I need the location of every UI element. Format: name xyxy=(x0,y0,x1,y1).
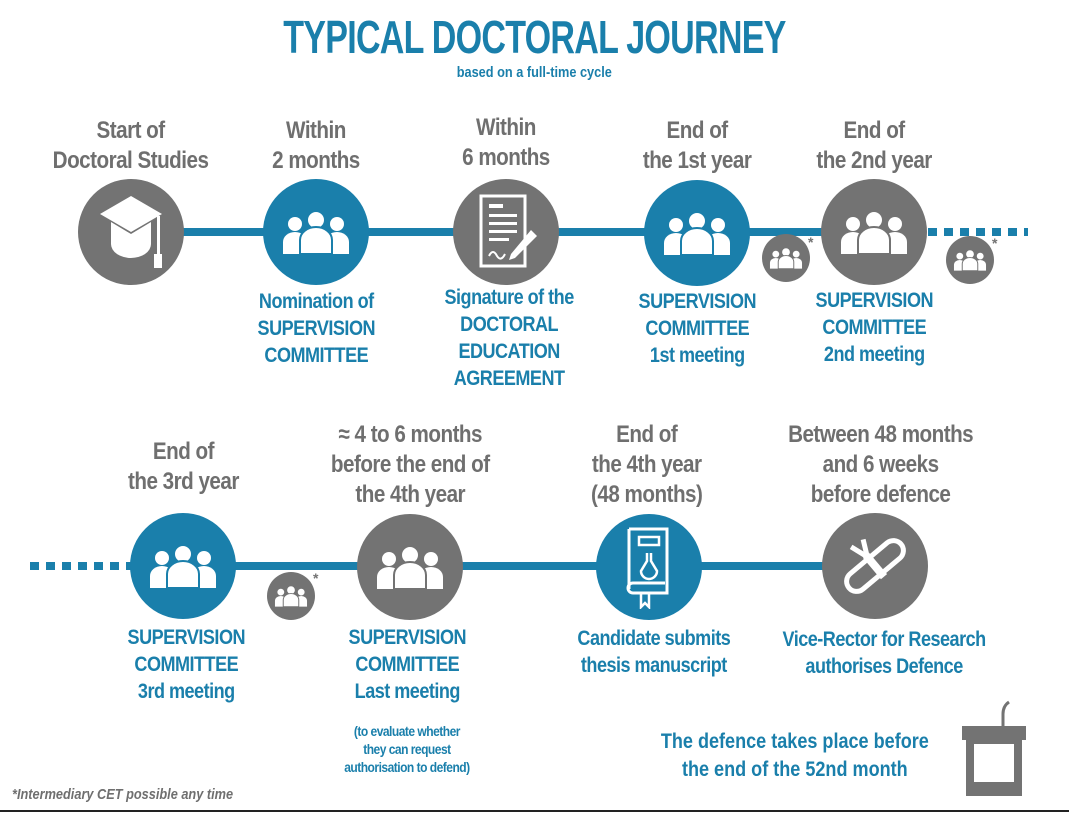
milestone-when: Within 2 months xyxy=(272,117,360,174)
intermediary-cet-circle xyxy=(946,236,994,284)
diploma-scroll-icon xyxy=(844,538,906,594)
asterisk-marker: * xyxy=(808,234,814,250)
people-group-icon xyxy=(148,544,218,588)
milestone-start-circle xyxy=(78,179,184,285)
people-group-icon xyxy=(375,545,445,589)
timeline-line-row2 xyxy=(128,562,874,570)
milestone-what: SUPERVISION COMMITTEE 3rd meeting xyxy=(127,626,245,703)
bottom-divider xyxy=(0,810,1069,812)
people-group-icon xyxy=(769,247,803,269)
milestone-nomination-circle xyxy=(263,179,369,285)
asterisk-marker: * xyxy=(313,570,319,586)
intermediary-cet-circle xyxy=(762,234,810,282)
people-group-icon xyxy=(839,210,909,254)
footnote: *Intermediary CET possible any time xyxy=(12,786,234,803)
page-subtitle: based on a full-time cycle xyxy=(456,64,613,81)
milestone-meeting3-circle xyxy=(130,513,236,619)
defence-deadline-note: The defence takes place before the end o… xyxy=(660,730,929,781)
thesis-book-icon xyxy=(626,527,669,609)
milestone-when: End of the 1st year xyxy=(642,117,752,174)
milestone-what: Vice-Rector for Research authorises Defe… xyxy=(782,628,986,678)
milestone-meeting2-circle xyxy=(821,179,927,285)
milestone-last-meeting-circle xyxy=(357,514,463,620)
graduation-cap-icon xyxy=(100,196,162,268)
people-group-icon xyxy=(662,211,732,255)
milestone-when: Start of Doctoral Studies xyxy=(53,117,209,174)
milestone-authorisation-circle xyxy=(822,513,928,619)
page-title: TYPICAL DOCTORAL JOURNEY xyxy=(283,11,786,63)
people-group-icon xyxy=(274,585,308,607)
milestone-thesis-circle xyxy=(596,514,702,620)
milestone-meeting1-circle xyxy=(644,180,750,286)
milestone-agreement-circle xyxy=(453,179,559,285)
milestone-what: Signature of the DOCTORAL EDUCATION AGRE… xyxy=(444,286,574,390)
people-group-icon xyxy=(281,210,351,254)
milestone-what: SUPERVISION COMMITTEE Last meeting xyxy=(348,626,466,703)
milestone-when: End of the 3rd year xyxy=(127,438,239,495)
milestone-when: Between 48 months and 6 weeks before def… xyxy=(788,421,974,508)
intermediary-cet-circle xyxy=(267,572,315,620)
people-group-icon xyxy=(953,249,987,271)
signed-document-icon xyxy=(479,194,537,268)
timeline-dotted-continuation xyxy=(928,228,1028,236)
milestone-what: Nomination of SUPERVISION COMMITTEE xyxy=(257,290,375,367)
milestone-when: ≈ 4 to 6 months before the end of the 4t… xyxy=(330,421,490,508)
milestone-note: (to evaluate whether they can request au… xyxy=(344,723,470,775)
milestone-what: Candidate submits thesis manuscript xyxy=(577,627,731,677)
milestone-when: End of the 2nd year xyxy=(816,117,932,174)
milestone-when: Within 6 months xyxy=(462,114,550,171)
milestone-when: End of the 4th year (48 months) xyxy=(591,421,703,508)
podium-icon xyxy=(962,700,1026,796)
milestone-what: SUPERVISION COMMITTEE 1st meeting xyxy=(638,290,756,367)
asterisk-marker: * xyxy=(992,235,998,251)
milestone-what: SUPERVISION COMMITTEE 2nd meeting xyxy=(815,289,933,366)
timeline-dotted-start xyxy=(30,562,130,570)
